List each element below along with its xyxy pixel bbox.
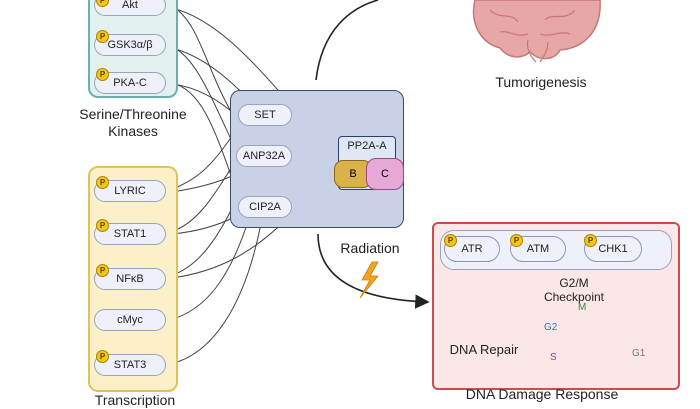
stat3-label: STAT3	[113, 359, 147, 371]
pp2a-c-subunit: C	[366, 158, 404, 190]
kinases-title-line2: Kinases	[108, 122, 158, 139]
phase-g2-label: G2	[544, 322, 558, 333]
gsk3-label: GSK3α/β	[107, 39, 153, 51]
radiation-arrow	[317, 233, 430, 309]
set-label: SET	[254, 109, 276, 121]
atr-label: ATR	[461, 243, 483, 255]
transcription-title: Transcription	[94, 392, 176, 408]
gsk3-pill: GSK3α/β	[94, 34, 166, 56]
cmyc-label: cMyc	[117, 314, 143, 326]
brain-icon	[472, 0, 601, 63]
lightning-icon	[359, 261, 379, 299]
phospho-badge: P	[444, 234, 457, 247]
phase-s-label: S	[550, 352, 557, 363]
pka-c-pill: PKA-C	[94, 72, 166, 94]
cip2a-label: CIP2A	[249, 201, 281, 213]
checkpoint-line1: G2/M	[559, 276, 589, 290]
stat1-pill: STAT1	[94, 223, 166, 245]
kinases-title-line1: Serine/Threonine	[79, 106, 187, 122]
phase-g1-label: G1	[632, 348, 646, 359]
pka-c-label: PKA-C	[113, 77, 147, 89]
nfkb-pill: NFκB	[94, 268, 166, 290]
tumorigenesis-label: Tumorigenesis	[495, 74, 587, 90]
ddr-title: DNA Damage Response	[465, 386, 619, 402]
lyric-label: LYRIC	[114, 185, 146, 197]
phospho-badge: P	[510, 234, 523, 247]
stat3-pill: STAT3	[94, 354, 166, 376]
chk1-label: CHK1	[598, 243, 628, 255]
phospho-badge: P	[96, 176, 109, 189]
cmyc-pill: cMyc	[94, 309, 166, 331]
stat1-label: STAT1	[113, 228, 147, 240]
g2m-checkpoint-label: G2/M Checkpoint	[534, 276, 614, 305]
lyric-pill: LYRIC	[94, 180, 166, 202]
phospho-badge: P	[584, 234, 597, 247]
pp2a-b-subunit: B	[334, 160, 372, 188]
phospho-badge: P	[96, 219, 109, 232]
phospho-badge: P	[96, 264, 109, 277]
pp2a-a-label: PP2A-A	[347, 140, 387, 152]
kinases-title: Serine/Threonine Kinases	[56, 106, 210, 140]
phospho-badge: P	[96, 350, 109, 363]
akt-label: Akt	[122, 0, 138, 11]
akt-pill: Akt	[94, 0, 166, 16]
cip2a-pill: CIP2A	[238, 196, 292, 218]
tumor-arrow	[315, 0, 379, 81]
phase-m-label: M	[578, 302, 587, 313]
atm-label: ATM	[526, 243, 550, 255]
anp32a-label: ANP32A	[242, 150, 286, 162]
pp2a-signaling-diagram: Akt P GSK3α/β P PKA-C P Serine/Threonine…	[56, 0, 680, 408]
phospho-badge: P	[96, 68, 109, 81]
set-pill: SET	[238, 104, 292, 126]
anp32a-pill: ANP32A	[236, 145, 292, 167]
phospho-badge: P	[96, 30, 109, 43]
checkpoint-line2: Checkpoint	[543, 290, 605, 305]
dna-repair-label: DNA Repair	[449, 342, 519, 357]
nfkb-label: NFκB	[116, 273, 144, 285]
radiation-label: Radiation	[340, 240, 400, 256]
